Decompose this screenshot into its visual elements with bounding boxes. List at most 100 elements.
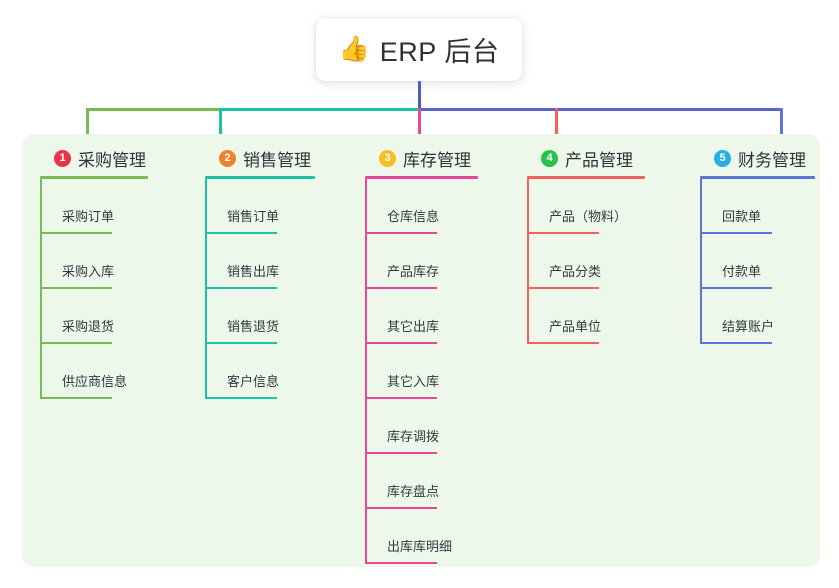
- branch-item-label: 库存盘点: [387, 484, 440, 499]
- branch-title: 库存管理: [403, 150, 471, 170]
- drop-stub-2: [219, 108, 222, 148]
- branch-item-underline: [367, 452, 437, 454]
- branch-item-label: 采购订单: [62, 209, 115, 224]
- branch-spine: [40, 179, 42, 399]
- root-node-content: 👍 ERP 后台: [339, 30, 500, 69]
- branches-panel: [22, 134, 820, 567]
- branch-item-underline: [42, 287, 112, 289]
- branch-item[interactable]: 回款单: [700, 179, 839, 234]
- trunk-segment-teal: [219, 108, 419, 111]
- branch-item[interactable]: 采购订单: [40, 179, 190, 234]
- branch-underline: [205, 176, 315, 179]
- branch-item-underline: [42, 232, 112, 234]
- branch-item-underline: [529, 287, 599, 289]
- branch-header-5[interactable]: 5 财务管理: [700, 145, 839, 171]
- branch-item[interactable]: 其它出库: [365, 289, 520, 344]
- trunk-segment-green: [86, 108, 220, 111]
- branch-item-underline: [529, 232, 599, 234]
- branch-item-underline: [207, 342, 277, 344]
- branch-item[interactable]: 产品库存: [365, 234, 520, 289]
- branch-items-3: 仓库信息产品库存其它出库其它入库库存调拨库存盘点出库库明细: [365, 179, 520, 564]
- branch-number-badge: 5: [714, 149, 731, 167]
- branch-item-underline: [367, 342, 437, 344]
- branch-items-1: 采购订单采购入库采购退货供应商信息: [40, 179, 190, 399]
- drop-stub-3: [418, 108, 421, 148]
- root-node-card[interactable]: 👍 ERP 后台: [316, 18, 522, 81]
- branch-spine: [205, 179, 207, 399]
- branch-number-badge: 1: [54, 149, 71, 167]
- drop-stub-1: [86, 108, 89, 148]
- branch-item-label: 付款单: [722, 264, 762, 279]
- branch-items-5: 回款单付款单结算账户: [700, 179, 839, 344]
- branch-item-label: 销售订单: [227, 209, 280, 224]
- branch-title: 销售管理: [243, 150, 311, 170]
- branch-spine: [527, 179, 529, 344]
- branch-item[interactable]: 仓库信息: [365, 179, 520, 234]
- branch-spine: [700, 179, 702, 344]
- branch-underline: [40, 176, 148, 179]
- branch-item-label: 结算账户: [722, 319, 775, 334]
- branch-underline: [527, 176, 645, 179]
- branch-header-2[interactable]: 2 销售管理: [205, 145, 355, 171]
- branch-items-4: 产品（物料） 产品分类产品单位: [527, 179, 687, 344]
- branch-item-label: 仓库信息: [387, 209, 440, 224]
- branch-item-underline: [529, 342, 599, 344]
- branch-item[interactable]: 销售出库: [205, 234, 355, 289]
- branch-item[interactable]: 采购退货: [40, 289, 190, 344]
- branch-number-badge: 3: [379, 149, 396, 167]
- branch-item-underline: [367, 287, 437, 289]
- branch-item-label: 产品单位: [549, 319, 602, 334]
- branch-header-3[interactable]: 3 库存管理: [365, 145, 520, 171]
- branch-item[interactable]: 产品单位: [527, 289, 687, 344]
- branch-item-underline: [207, 287, 277, 289]
- root-node-title: ERP 后台: [379, 37, 500, 67]
- drop-stub-4: [555, 108, 558, 148]
- trunk-segment-blue: [418, 108, 782, 111]
- drop-stub-5: [780, 108, 783, 148]
- branch-underline: [700, 176, 815, 179]
- branch-item[interactable]: 销售订单: [205, 179, 355, 234]
- branch-items-2: 销售订单销售出库销售退货客户信息: [205, 179, 355, 399]
- branch-item-underline: [702, 342, 772, 344]
- branch-item-label: 产品（物料）: [549, 209, 628, 224]
- branch-item-label: 销售退货: [227, 319, 280, 334]
- branch-item[interactable]: 库存调拨: [365, 399, 520, 454]
- branch-column-5: 5 财务管理回款单付款单结算账户: [700, 145, 839, 344]
- branch-title: 产品管理: [565, 150, 633, 170]
- branch-item[interactable]: 销售退货: [205, 289, 355, 344]
- branch-number-badge: 2: [219, 149, 236, 167]
- branch-item[interactable]: 供应商信息: [40, 344, 190, 399]
- branch-item-underline: [207, 397, 277, 399]
- branch-item-label: 销售出库: [227, 264, 280, 279]
- branch-title: 财务管理: [738, 150, 806, 170]
- branch-column-2: 2 销售管理销售订单销售出库销售退货客户信息: [205, 145, 355, 399]
- branch-item-label: 采购退货: [62, 319, 115, 334]
- branch-item[interactable]: 其它入库: [365, 344, 520, 399]
- branch-item-label: 供应商信息: [62, 374, 128, 389]
- branch-item-label: 其它入库: [387, 374, 440, 389]
- branch-item-underline: [207, 232, 277, 234]
- branch-item[interactable]: 付款单: [700, 234, 839, 289]
- branch-item-underline: [42, 397, 112, 399]
- branch-item-underline: [367, 507, 437, 509]
- branch-item-underline: [367, 232, 437, 234]
- branch-item-label: 其它出库: [387, 319, 440, 334]
- root-stem-connector: [418, 81, 421, 109]
- branch-item-label: 产品分类: [549, 264, 602, 279]
- branch-item-label: 客户信息: [227, 374, 280, 389]
- branch-item[interactable]: 出库库明细: [365, 509, 520, 564]
- branch-item[interactable]: 客户信息: [205, 344, 355, 399]
- branch-item[interactable]: 结算账户: [700, 289, 839, 344]
- branch-item[interactable]: 产品分类: [527, 234, 687, 289]
- branch-item-underline: [367, 562, 437, 564]
- branch-item[interactable]: 产品（物料）: [527, 179, 687, 234]
- branch-item-label: 回款单: [722, 209, 762, 224]
- branch-item-label: 采购入库: [62, 264, 115, 279]
- branch-item-underline: [702, 232, 772, 234]
- branch-item[interactable]: 库存盘点: [365, 454, 520, 509]
- branch-item[interactable]: 采购入库: [40, 234, 190, 289]
